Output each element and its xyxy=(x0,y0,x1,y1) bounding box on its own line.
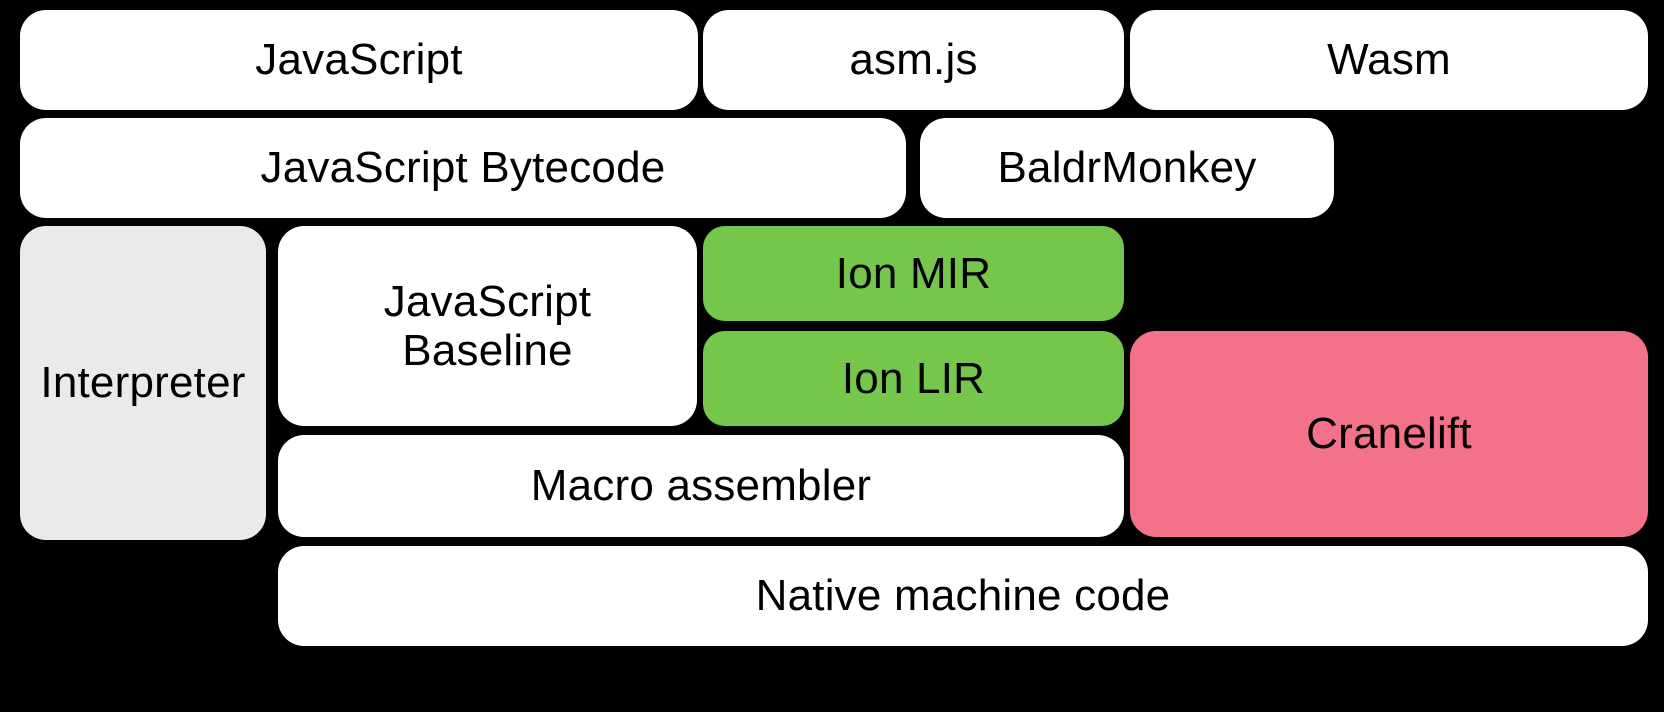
node-cranelift[interactable]: Cranelift xyxy=(1130,331,1648,537)
node-asm-js[interactable]: asm.js xyxy=(703,10,1124,110)
node-baldrmonkey[interactable]: BaldrMonkey xyxy=(920,118,1334,218)
node-wasm[interactable]: Wasm xyxy=(1130,10,1648,110)
node-javascript[interactable]: JavaScript xyxy=(20,10,698,110)
node-native-machine-code[interactable]: Native machine code xyxy=(278,546,1648,646)
node-javascript-baseline[interactable]: JavaScript Baseline xyxy=(278,226,697,426)
node-interpreter[interactable]: Interpreter xyxy=(20,226,266,540)
node-ion-lir[interactable]: Ion LIR xyxy=(703,331,1124,426)
node-macro-assembler[interactable]: Macro assembler xyxy=(278,435,1124,537)
node-ion-mir[interactable]: Ion MIR xyxy=(703,226,1124,321)
node-javascript-bytecode[interactable]: JavaScript Bytecode xyxy=(20,118,906,218)
